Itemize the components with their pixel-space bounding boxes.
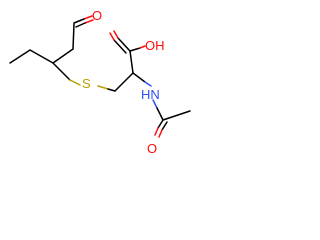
atom-label-amide-o: O — [147, 141, 157, 156]
bond-propyl-2 — [9, 49, 31, 64]
bond-amide-double-1-red — [154, 127, 159, 136]
bond-cooh-oh-red — [139, 45, 146, 49]
bond-aldehyde-co-1b — [73, 18, 85, 24]
bond-n-co-blue — [152, 99, 158, 109]
structure-diagram: O S OH HN O — [0, 0, 223, 170]
bond-amide-double-2 — [161, 121, 168, 131]
bond-aldehyde-co-2 — [84, 19, 94, 24]
atom-label-aldehyde-o: O — [92, 8, 102, 23]
bond-cooh-double-2-red — [109, 32, 115, 41]
bond-propyl-1 — [29, 49, 54, 64]
bond-calpha-n-blue — [144, 81, 152, 87]
bond-c-ch2 — [72, 23, 75, 50]
molecule-svg: O S OH HN O — [9, 8, 191, 156]
bond-n-co — [156, 107, 164, 121]
bond-s-ch2-yellow — [97, 85, 109, 90]
bond-aldehyde-co-2b — [75, 22, 86, 28]
bond-cooh-double-1 — [117, 37, 131, 52]
bond-cooh-oh — [129, 47, 141, 52]
bond-amide-double-1 — [157, 119, 164, 129]
atom-label-acid-oh: OH — [145, 38, 165, 53]
bond-ch2-calpha — [114, 72, 134, 92]
bond-c-s — [52, 62, 71, 81]
bond-co-ch3 — [162, 110, 191, 121]
bond-cooh-double-2 — [113, 39, 127, 54]
bond-s-ch2 — [107, 88, 116, 92]
bond-calpha-n — [132, 72, 146, 83]
bond-aldehyde-co-1 — [83, 15, 93, 20]
bond-c-s-yellow — [69, 79, 81, 86]
atom-label-amide-nh: HN — [141, 87, 160, 102]
bond-amide-double-2-red — [158, 129, 163, 138]
bond-calpha-cooh — [129, 50, 134, 74]
atom-label-sulfur: S — [82, 76, 91, 91]
bond-cooh-double-1-red — [113, 30, 119, 39]
bond-ch2-ch — [52, 48, 74, 64]
